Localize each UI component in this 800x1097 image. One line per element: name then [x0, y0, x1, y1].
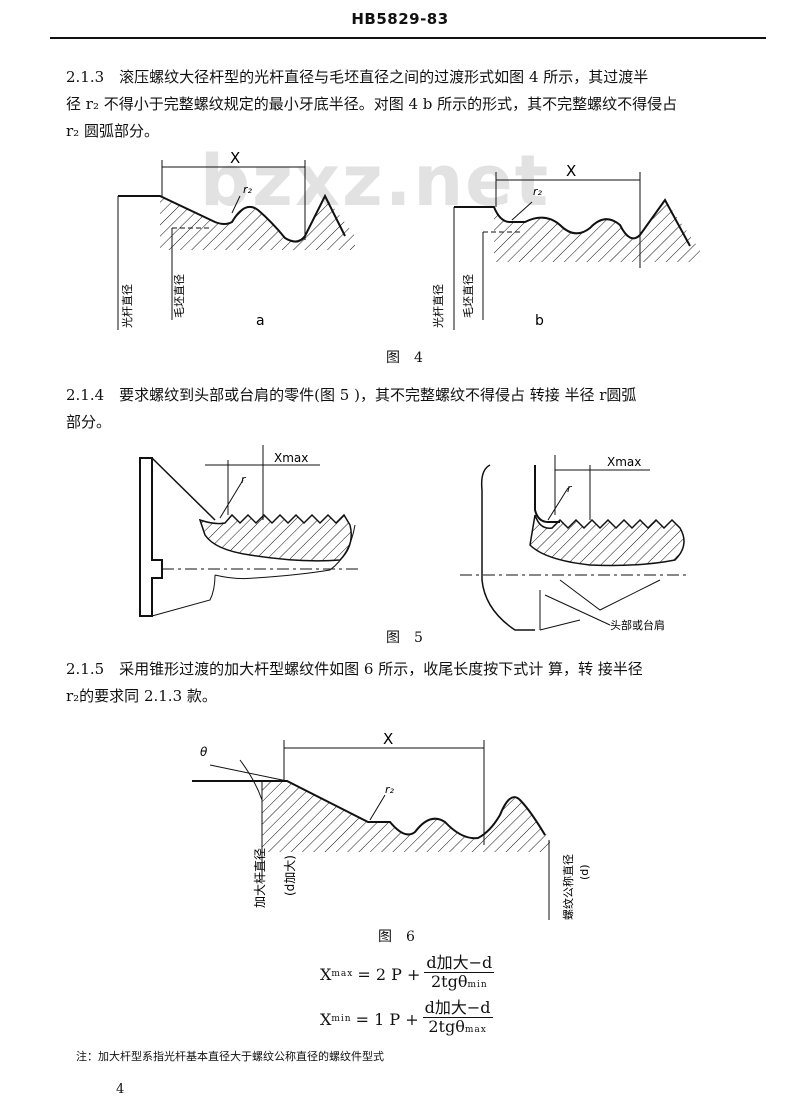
- footnote: 注：加大杆型系指光杆基本直径大于螺纹公称直径的螺纹件型式: [76, 1050, 384, 1063]
- section-2-1-5: 2.1.5 采用锥形过渡的加大杆型螺纹件如图 6 所示，收尾长度按下式计 算，转…: [66, 656, 766, 710]
- s213-line1: 2.1.3 滚压螺纹大径杆型的光杆直径与毛坯直径之间的过渡形式如图 4 所示，其…: [66, 68, 649, 86]
- figure-4-caption: 图 4: [386, 350, 423, 366]
- fig5b-xmax: Xmax: [607, 455, 641, 469]
- section-2-1-3: 2.1.3 滚压螺纹大径杆型的光杆直径与毛坯直径之间的过渡形式如图 4 所示，其…: [66, 64, 766, 145]
- fig4a-label-blank-dia: 毛坯直径: [172, 274, 186, 318]
- f1-denominator: 2tgθmin: [431, 973, 488, 994]
- fig6-left-sub: (d加大): [283, 855, 297, 896]
- f1-den-sub: min: [467, 980, 488, 990]
- section-2-1-4: 2.1.4 要求螺纹到头部或台肩的零件(图 5 )，其不完整螺纹不得侵占 转接 …: [66, 382, 766, 436]
- f1-den-a: 2tgθ: [430, 972, 468, 991]
- f2-lhs: X: [320, 1009, 332, 1029]
- fig5b-r: r: [567, 482, 573, 495]
- fig4a-x-label: X: [230, 149, 240, 167]
- s215-line2: r₂的要求同 2.1.3 款。: [66, 687, 217, 705]
- fig4a-r-label: r₂: [243, 183, 253, 196]
- fig6-left-label: 加大杆直径: [253, 848, 267, 908]
- fig6-r-label: r₂: [385, 783, 395, 796]
- fig5a-head: [139, 457, 163, 617]
- f2-numerator: d加大−d: [422, 998, 493, 1018]
- formula-xmin: X min = 1 P + d加大−d 2tgθmax: [320, 999, 493, 1039]
- figure-4: X r₂ 光杆直径 毛坯直径 a X r₂ 光杆直径 毛坯直径 b: [117, 149, 700, 330]
- f2-den-sub: max: [464, 1025, 487, 1035]
- f2-sub: min: [331, 1014, 352, 1024]
- f1-fraction: d加大−d 2tgθmin: [424, 953, 495, 994]
- s214-line2: 部分。: [66, 413, 112, 431]
- s215-line1: 2.1.5 采用锥形过渡的加大杆型螺纹件如图 6 所示，收尾长度按下式计 算，转…: [66, 660, 643, 678]
- fig5b-hatch: [529, 514, 685, 567]
- f2-denominator: 2tgθmax: [428, 1018, 486, 1039]
- fig4a-hatch: [160, 196, 355, 250]
- fig5a-r: r: [241, 473, 247, 486]
- fig4a-label-smooth-dia: 光杆直径: [120, 284, 134, 328]
- fig4b-x-label: X: [566, 162, 576, 180]
- fig5a-xmax: Xmax: [274, 451, 308, 465]
- f1-mid: = 2 P +: [357, 964, 421, 984]
- fig5-callout-head-shoulder: 头部或台肩: [610, 618, 665, 632]
- s213-line2: 径 r₂ 不得小于完整螺纹规定的最小牙底半径。对图 4 b 所示的形式，其不完整…: [66, 95, 678, 113]
- page-number: 4: [116, 1082, 125, 1097]
- fig6-right-sub: (d): [578, 864, 591, 880]
- header-rule: [50, 37, 766, 39]
- figure-6-caption: 图 6: [378, 929, 415, 945]
- fig5b-head: [480, 464, 535, 631]
- watermark: bzxz.net: [200, 140, 551, 222]
- figure-6: θ X r₂ 加大杆直径 (d加大) 螺纹公称直径 (d): [192, 730, 591, 920]
- fig4b-label-blank-dia: 毛坯直径: [461, 274, 475, 318]
- fig6-theta: θ: [200, 745, 208, 759]
- fig4-sub-b: b: [535, 313, 544, 329]
- fig4b-hatch: [494, 200, 700, 262]
- fig4b-r-label: r₂: [533, 185, 543, 198]
- formula-xmax: X max = 2 P + d加大−d 2tgθmin: [320, 953, 495, 994]
- fig6-x-label: X: [383, 730, 393, 748]
- s213-line3: r₂ 圆弧部分。: [66, 122, 159, 140]
- f2-fraction: d加大−d 2tgθmax: [422, 998, 493, 1039]
- fig6-hatch: [262, 781, 550, 852]
- f1-sub: max: [331, 969, 354, 979]
- document-header: HB5829-83: [351, 10, 449, 28]
- fig4b-label-smooth-dia: 光杆直径: [431, 284, 445, 328]
- fig5a-hatch: [198, 513, 352, 562]
- s214-line1: 2.1.4 要求螺纹到头部或台肩的零件(图 5 )，其不完整螺纹不得侵占 转接 …: [66, 386, 637, 404]
- f2-den-a: 2tgθ: [428, 1017, 465, 1036]
- fig4-sub-a: a: [256, 313, 265, 329]
- f1-numerator: d加大−d: [424, 953, 495, 973]
- figure-5-caption: 图 5: [386, 630, 423, 646]
- f1-lhs: X: [320, 964, 332, 984]
- figure-5: Xmax r Xmax r 头部或台肩: [139, 445, 690, 632]
- fig6-right-label: 螺纹公称直径: [561, 854, 575, 920]
- f2-mid: = 1 P +: [355, 1009, 419, 1029]
